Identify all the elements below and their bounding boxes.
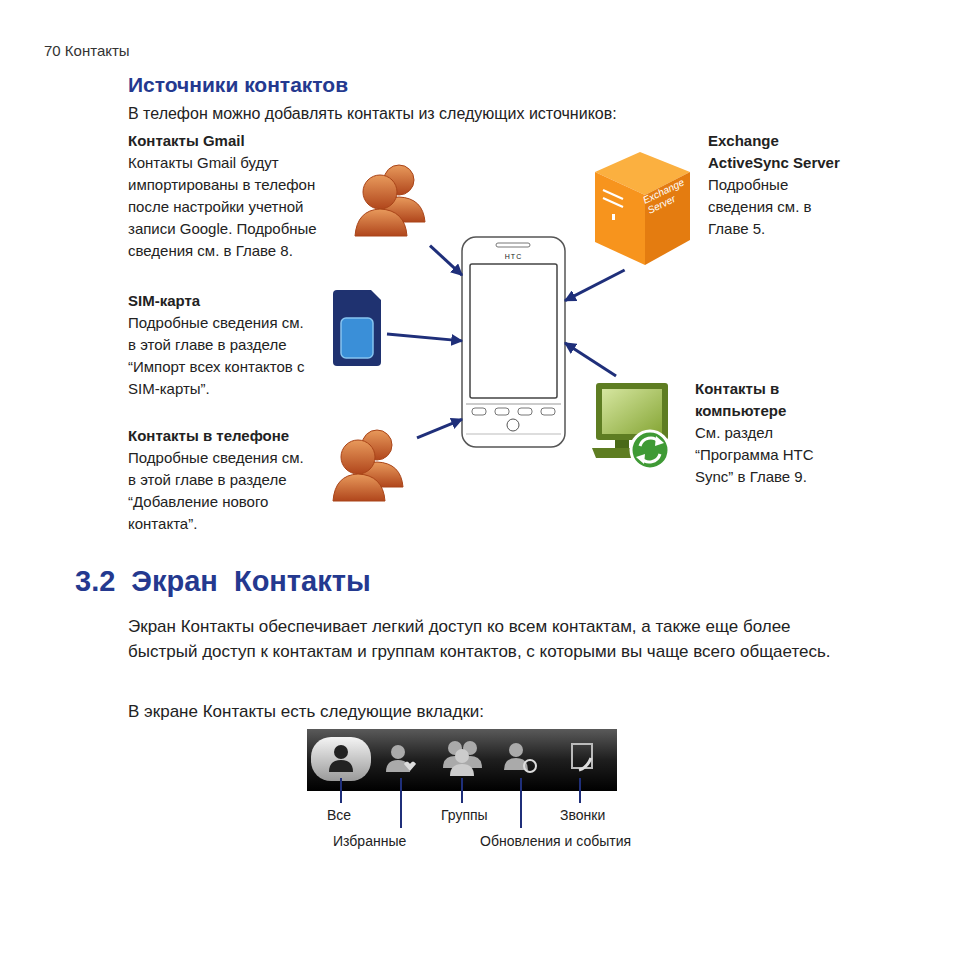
phone-node: HTC bbox=[462, 237, 565, 449]
chapter-heading: 3.2 Экран Контакты bbox=[75, 563, 371, 599]
source-arrow bbox=[565, 343, 616, 376]
tab-label: Все bbox=[327, 805, 351, 825]
source-node: Контакты GmailКонтакты Gmail будут импор… bbox=[125, 128, 430, 268]
body-paragraph: Экран Контакты обеспечивает легкий досту… bbox=[128, 614, 858, 664]
phone-illustration bbox=[462, 237, 565, 447]
running-header: 70 Контакты bbox=[44, 40, 130, 62]
source-description: Подробные сведения см. в этой главе в ра… bbox=[128, 312, 310, 400]
sim-chip bbox=[341, 318, 373, 358]
source-heading: Контакты в телефоне bbox=[128, 425, 328, 447]
source-arrow bbox=[417, 419, 462, 438]
source-arrow bbox=[565, 270, 625, 301]
source-description: Контакты Gmail будут импортированы в тел… bbox=[128, 152, 350, 262]
source-heading: Контакты в компьютере bbox=[695, 378, 833, 422]
source-arrow bbox=[387, 334, 462, 341]
tab-label: Звонки bbox=[560, 805, 605, 825]
source-arrow bbox=[430, 246, 462, 276]
source-description: Подробные сведения см. в этой главе в ра… bbox=[128, 447, 310, 535]
brand-logo: HTC bbox=[462, 252, 565, 261]
section-heading: Источники контактов bbox=[128, 72, 348, 98]
source-node: Exchange ActiveSync ServerПодробные свед… bbox=[592, 128, 864, 270]
source-heading: Exchange ActiveSync Server bbox=[708, 130, 861, 174]
sim-card-icon bbox=[333, 290, 381, 366]
source-node: Контакты в телефонеПодробные сведения см… bbox=[125, 423, 417, 538]
people-icon bbox=[333, 430, 403, 501]
source-description: Подробные сведения см. в Главе 5. bbox=[708, 174, 838, 240]
source-node: SIM-картаПодробные сведения см. в этой г… bbox=[125, 288, 387, 403]
people-icon bbox=[355, 165, 425, 236]
tab-label: Группы bbox=[441, 805, 488, 825]
server-icon bbox=[595, 152, 690, 265]
source-description: См. раздел “Программа HTC Sync” в Главе … bbox=[695, 422, 833, 488]
tab-label: Избранные bbox=[333, 831, 406, 851]
source-node: Контакты в компьютереСм. раздел “Програм… bbox=[590, 376, 838, 491]
leader-lines bbox=[341, 778, 580, 828]
tab-label: Обновления и события bbox=[480, 831, 631, 851]
source-heading: SIM-карта bbox=[128, 290, 328, 312]
computer-icon bbox=[592, 383, 669, 469]
body-text: В экране Контакты есть следующие вкладки… bbox=[128, 699, 484, 724]
source-heading: Контакты Gmail bbox=[128, 130, 350, 152]
intro-text: В телефон можно добавлять контакты из сл… bbox=[128, 103, 617, 125]
